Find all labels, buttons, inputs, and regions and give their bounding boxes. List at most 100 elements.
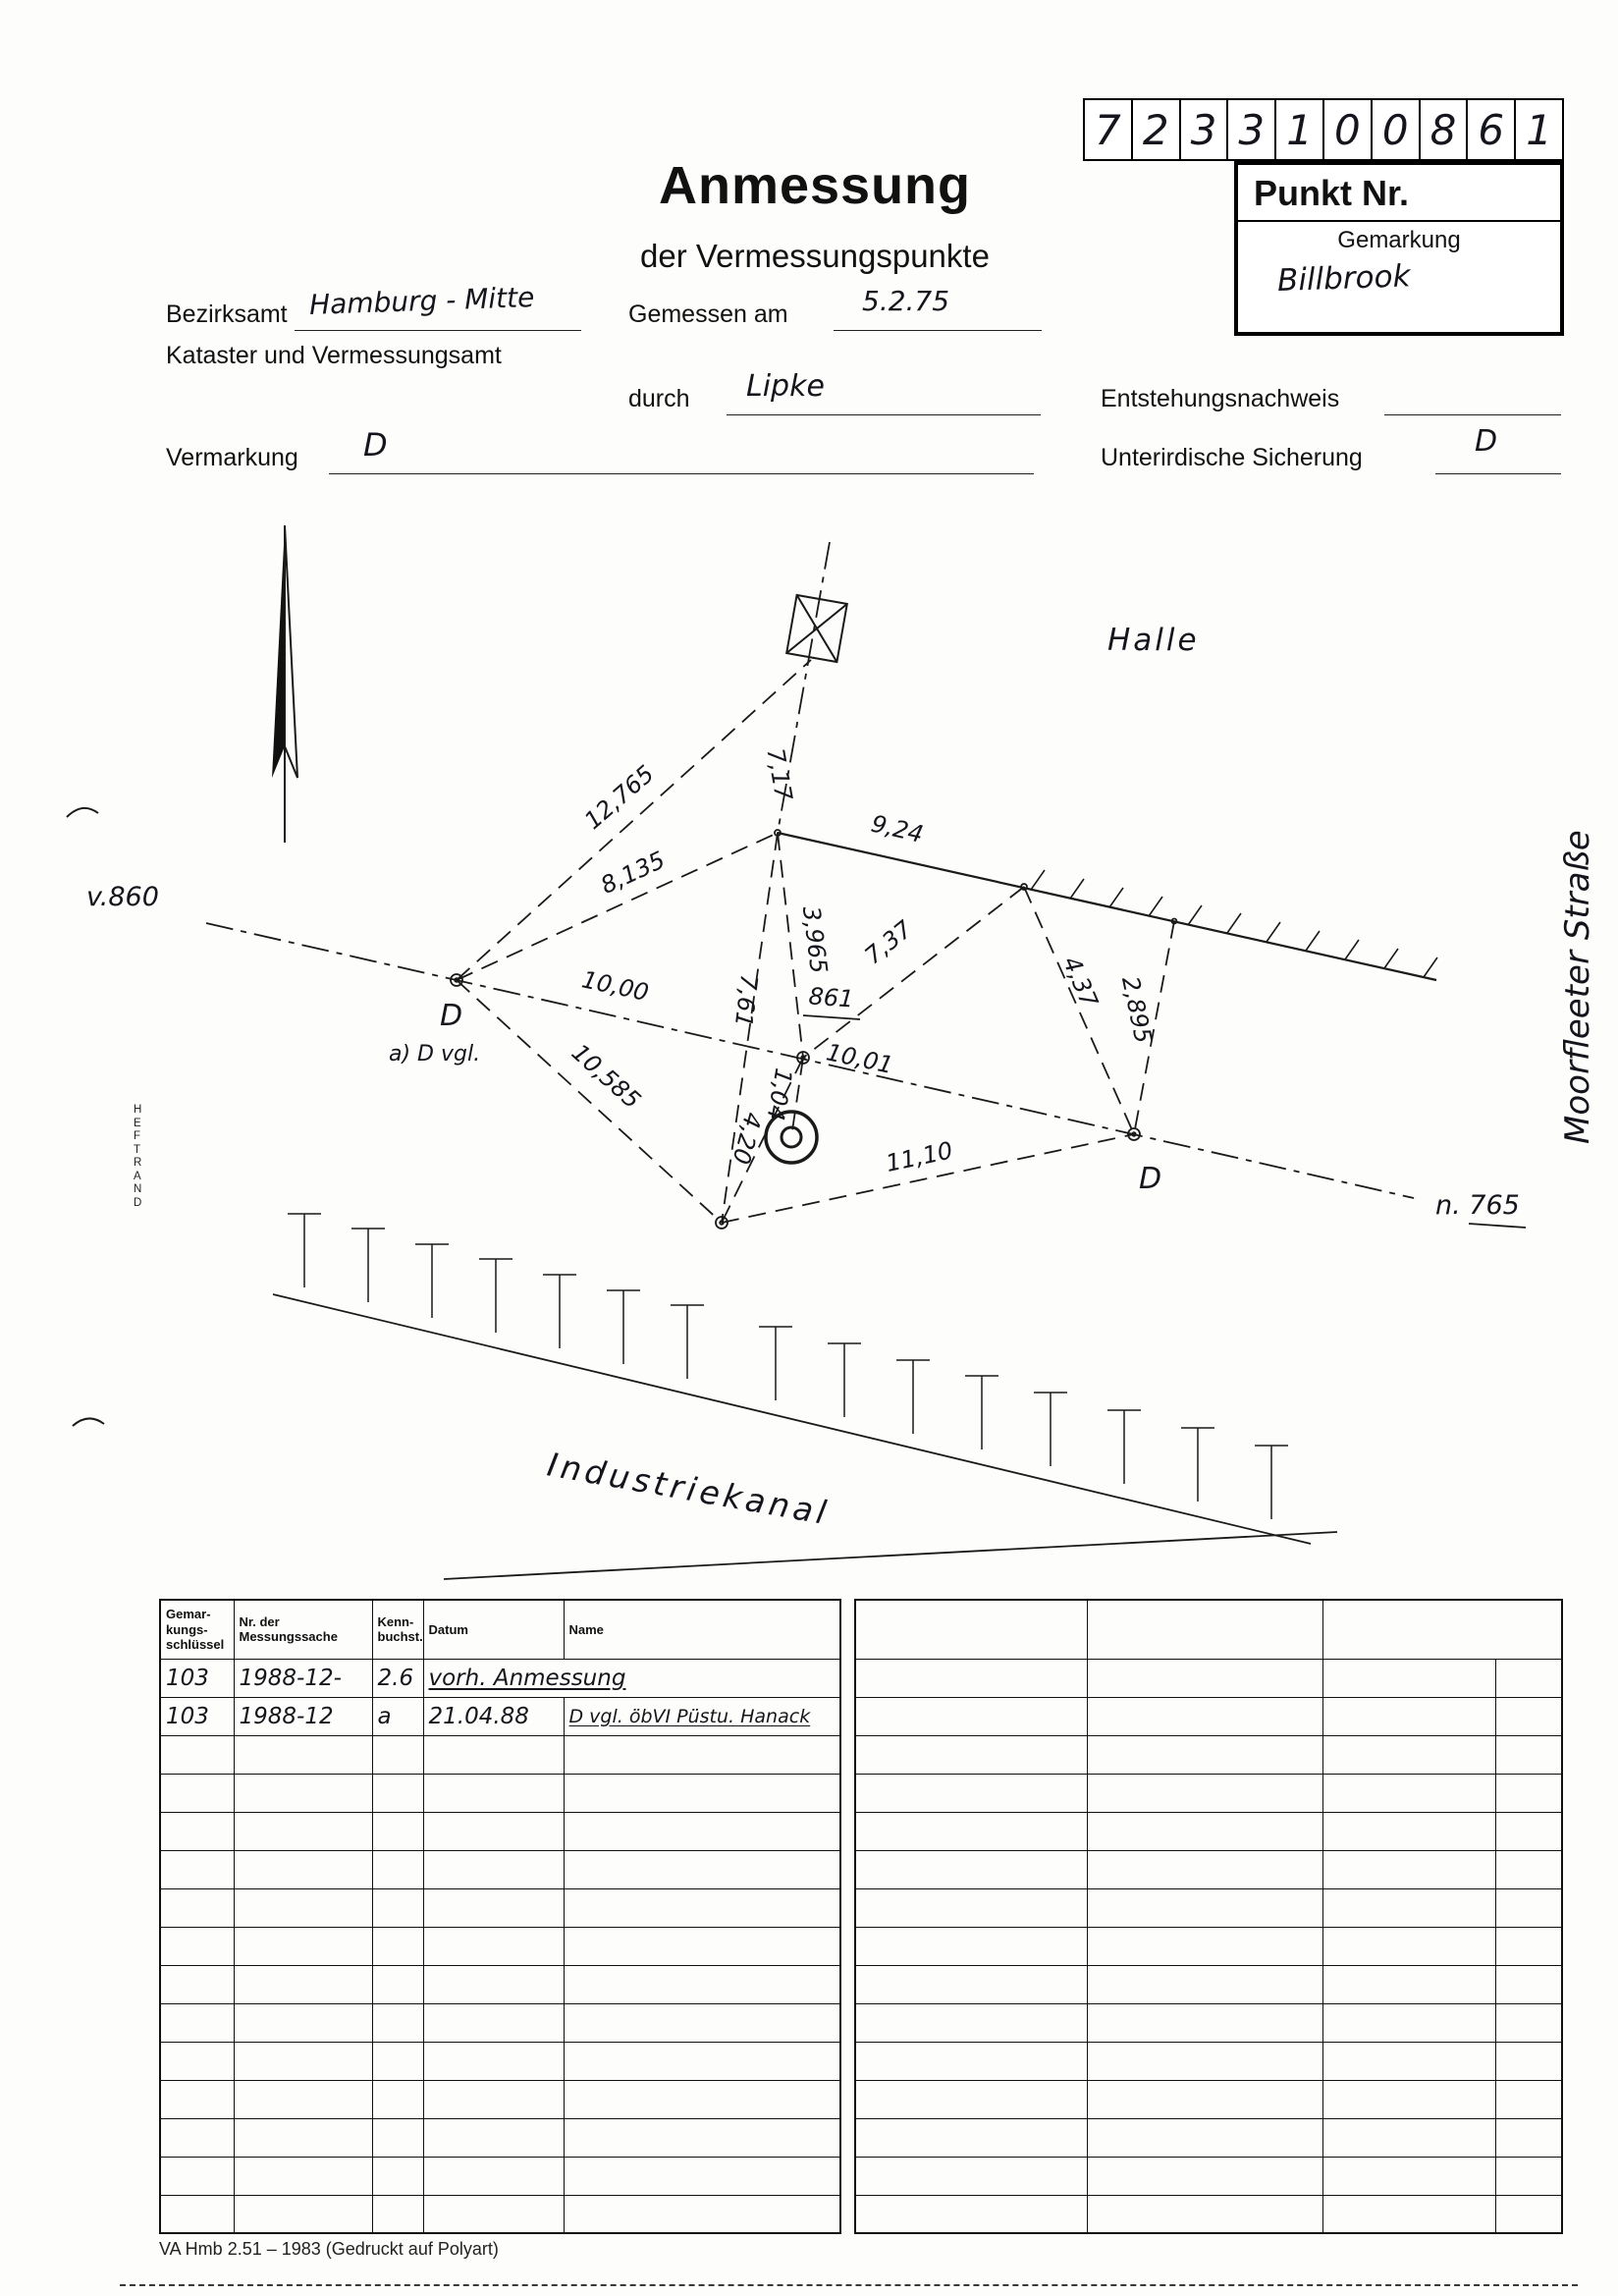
table-row — [854, 2079, 1563, 2119]
empty-cell — [233, 1887, 373, 1928]
heftrand-label: H E F T R A N D — [134, 1104, 142, 1209]
table-row — [854, 2002, 1563, 2043]
empty-cell — [159, 1964, 235, 2004]
boundary-line — [777, 541, 831, 834]
empty-cell — [854, 1849, 1088, 1889]
empty-cell — [1086, 1849, 1323, 1889]
tie-measurement-lines — [456, 659, 1175, 1224]
point-number-code: 7 2 3 3 1 0 0 8 6 1 — [1083, 98, 1564, 161]
empty-header-cell — [1086, 1599, 1323, 1660]
empty-cell — [854, 1696, 1088, 1736]
empty-cell — [159, 2117, 235, 2158]
gemarkung-label: Gemarkung — [1337, 227, 1461, 253]
empty-cell — [422, 2117, 565, 2158]
cell-kennbuchstabe: a — [371, 1696, 424, 1736]
punkt-nr-title: Punkt Nr. — [1238, 165, 1560, 222]
survey-point-markers — [450, 829, 1178, 1230]
empty-cell — [1086, 1658, 1323, 1698]
code-digit: 0 — [1321, 100, 1371, 159]
empty-cell — [1321, 2041, 1563, 2081]
manhole-symbol — [764, 1110, 819, 1165]
table-row — [159, 1887, 841, 1928]
entstehungsnachweis-label: Entstehungsnachweis — [1101, 385, 1340, 412]
cell-datum: 21.04.88 — [422, 1696, 565, 1736]
code-digit: 6 — [1466, 100, 1514, 159]
empty-cell — [1321, 1926, 1563, 1966]
point-d-right-label: D — [1139, 1162, 1161, 1196]
table-row — [159, 1773, 841, 1813]
empty-cell — [563, 2002, 841, 2043]
field-underline — [329, 473, 1034, 474]
page-title: Anmessung — [658, 156, 972, 215]
table-header-row: Gemar- kungs- schlüssel Nr. der Messungs… — [159, 1599, 841, 1660]
empty-cell — [854, 1964, 1088, 2004]
col-header-kennbuchstabe: Kenn- buchst. — [371, 1599, 424, 1660]
point-d-left-label: D — [440, 999, 462, 1033]
previous-point-label: v.860 — [86, 882, 159, 912]
empty-cell — [854, 2079, 1088, 2119]
canal-name-label: Industriekanal — [545, 1445, 834, 1532]
empty-cell — [422, 2156, 565, 2196]
empty-cell — [854, 2041, 1088, 2081]
empty-cell — [854, 1773, 1088, 1813]
empty-cell — [1321, 1696, 1563, 1736]
empty-cell — [854, 1734, 1088, 1775]
code-digit: 3 — [1178, 100, 1227, 159]
empty-cell — [422, 1734, 565, 1775]
table-row — [159, 2194, 841, 2234]
fold-mark — [66, 806, 99, 818]
empty-cell — [854, 2156, 1088, 2196]
empty-cell — [159, 2002, 235, 2043]
empty-cell — [563, 1849, 841, 1889]
empty-cell — [371, 2041, 424, 2081]
empty-cell — [371, 2194, 424, 2234]
table-row — [854, 1773, 1563, 1813]
empty-cell — [233, 1926, 373, 1966]
empty-cell — [1086, 1773, 1323, 1813]
street-name-label: Moorfleeter Straße — [1558, 830, 1597, 1144]
north-arrow-icon — [272, 524, 298, 843]
table-row — [159, 2079, 841, 2119]
table-row — [159, 1964, 841, 2004]
empty-cell — [233, 2194, 373, 2234]
empty-cell — [422, 1849, 565, 1889]
punkt-nr-box: Punkt Nr. Gemarkung Billbrook — [1234, 161, 1564, 336]
empty-cell — [371, 1811, 424, 1851]
empty-cell — [1321, 1849, 1563, 1889]
empty-cell — [1086, 1696, 1323, 1736]
cell-messungssache: 1988-12 — [233, 1696, 373, 1736]
table-row — [854, 1926, 1563, 1966]
empty-cell — [854, 1811, 1088, 1851]
empty-cell — [1086, 1811, 1323, 1851]
page-subtitle: der Vermessungspunkte — [640, 238, 990, 274]
empty-cell — [563, 2079, 841, 2119]
table-row — [159, 2117, 841, 2158]
halle-label: Halle — [1107, 623, 1200, 658]
empty-cell — [422, 2041, 565, 2081]
empty-header-cell — [1321, 1599, 1563, 1660]
empty-cell — [233, 1734, 373, 1775]
empty-cell — [854, 2117, 1088, 2158]
empty-cell — [422, 2079, 565, 2119]
empty-cell — [233, 2156, 373, 2196]
embankment-marks — [288, 1213, 1288, 1519]
point-note-label: a) D vgl. — [389, 1042, 480, 1066]
field-underline — [834, 330, 1042, 331]
field-underline — [295, 330, 581, 331]
empty-cell — [563, 2194, 841, 2234]
empty-cell — [1086, 1887, 1323, 1928]
empty-cell — [371, 2117, 424, 2158]
field-underline — [727, 414, 1041, 415]
empty-cell — [854, 1926, 1088, 1966]
gemarkung-value: Billbrook — [1276, 258, 1412, 300]
empty-cell — [422, 1926, 565, 1966]
code-digit: 8 — [1418, 100, 1467, 159]
table-partial-divider — [1495, 1660, 1496, 2234]
underline — [802, 1014, 861, 1020]
field-underline — [1384, 414, 1561, 415]
empty-cell — [1321, 1734, 1563, 1775]
empty-cell — [1321, 1811, 1563, 1851]
empty-cell — [371, 1926, 424, 1966]
